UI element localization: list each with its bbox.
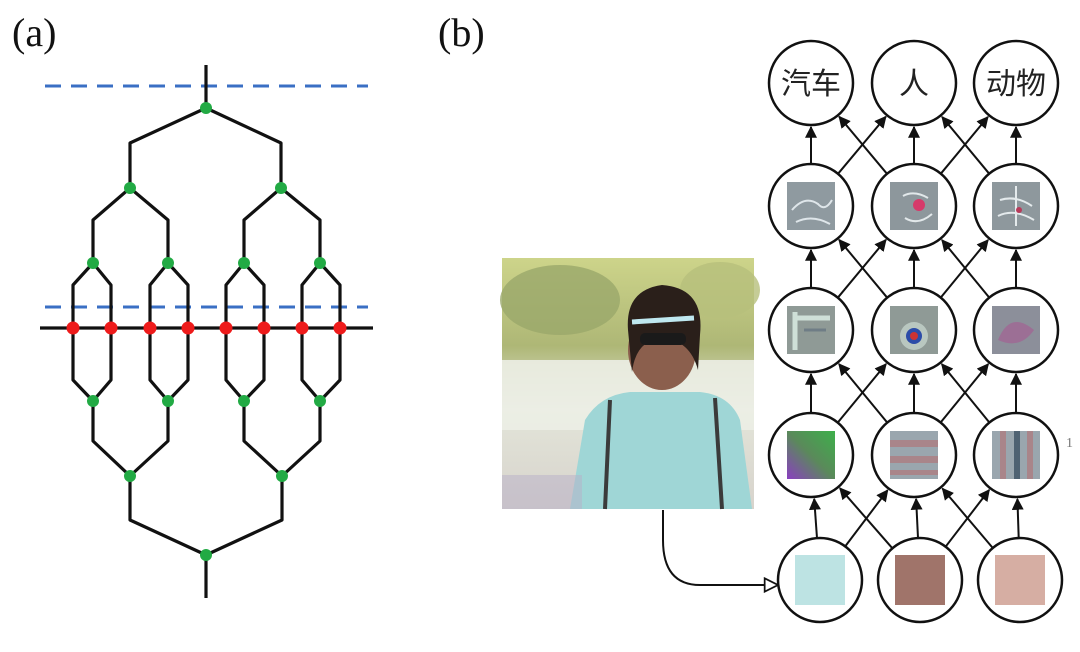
network-edge-arrow [941,115,990,175]
network-edge-arrow [836,363,887,424]
panel-b-label: (b) [438,10,485,55]
layer3-node-corner-edge [767,286,855,374]
stray-tick-mark: 1 [1066,436,1073,451]
red-nodes [66,321,347,335]
output-node-person: 人 [870,39,958,127]
network-edge-arrow [838,115,888,175]
network-nodes: 汽车 人 动物 [767,39,1064,624]
layer3-node-eye-blob [870,286,958,374]
network-edge-arrow [838,363,889,424]
output-label-person: 人 [899,67,929,102]
network-edge-arrow [838,238,888,299]
output-node-animal: 动物 [972,39,1060,127]
input-node-pink-patch [976,536,1064,624]
network-edge-arrow [808,497,821,539]
photo-to-input-arrow [662,510,778,585]
network-edge-arrow [941,363,991,424]
panel-a-label: (a) [12,10,56,55]
layer4-node-animal-part [972,162,1060,250]
layer4-node-car-part [767,162,855,250]
network-edge-arrow [940,115,989,175]
network-edge-arrow [939,239,989,299]
green-nodes [87,102,326,561]
input-photo [500,258,760,510]
layer2-node-vertical-stripes [972,411,1060,499]
layer2-node-horizontal-stripes [870,411,958,499]
tree-edges [40,65,373,598]
input-node-brown-patch [876,536,964,624]
network-edges [805,115,1024,549]
panel-a-tree [40,65,373,598]
network-edge-arrow [941,487,994,549]
network-edge-arrow [941,239,991,299]
layer2-node-gradient [767,411,855,499]
layer3-node-curve-edge [972,286,1060,374]
network-edge-arrow [1011,497,1024,539]
network-edge-arrow [910,497,923,539]
network-edge-arrow [839,487,894,549]
output-label-car: 汽车 [781,67,841,102]
layer4-node-face-part [870,162,958,250]
input-node-cyan-patch [776,536,864,624]
output-label-animal: 动物 [986,67,1046,102]
output-node-car: 汽车 [767,39,855,127]
